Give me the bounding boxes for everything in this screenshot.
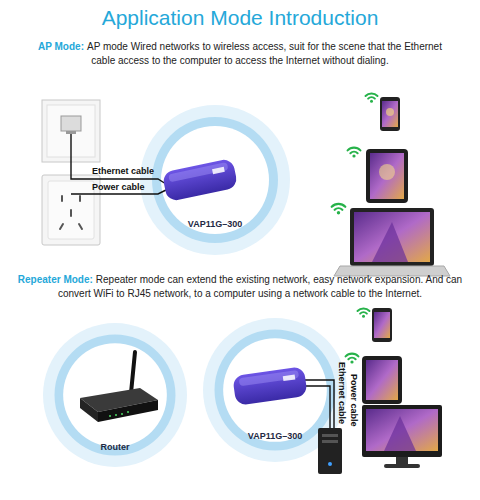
desktop-computer bbox=[384, 464, 420, 468]
wifi-adapter bbox=[162, 158, 239, 202]
wifi-adapter bbox=[283, 374, 296, 381]
wifi-adapter bbox=[168, 162, 228, 182]
cable-wire bbox=[304, 380, 334, 430]
smartphone bbox=[366, 93, 401, 131]
router bbox=[80, 398, 98, 422]
mode-text: AP mode Wired networks to wireless acces… bbox=[87, 41, 442, 66]
power-socket bbox=[42, 175, 100, 245]
mode-description: Repeater Mode:Repeater mode can extend t… bbox=[12, 273, 468, 301]
router bbox=[98, 400, 158, 422]
device-label: VAP11G–300 bbox=[140, 219, 290, 229]
smartphone bbox=[372, 308, 392, 342]
router bbox=[80, 352, 158, 422]
mode-heading: Repeater Mode: bbox=[18, 274, 93, 285]
desktop-computer bbox=[366, 409, 438, 451]
wifi-adapter bbox=[239, 370, 300, 386]
tablet bbox=[379, 164, 395, 180]
wifi-adapter bbox=[232, 366, 307, 406]
wifi-adapter bbox=[162, 158, 239, 202]
ethernet-wall-plate bbox=[61, 116, 81, 131]
circle-ring bbox=[55, 335, 176, 456]
desktop-computer bbox=[384, 416, 416, 451]
router bbox=[121, 413, 123, 415]
router bbox=[115, 414, 117, 416]
circle-ring bbox=[203, 318, 347, 462]
smartphone bbox=[382, 101, 398, 127]
ethernet-wall-plate bbox=[66, 131, 76, 134]
wifi-adapter bbox=[232, 366, 307, 406]
smartphone bbox=[366, 93, 378, 102]
desktop-computer bbox=[322, 440, 338, 443]
desktop-computer bbox=[362, 405, 442, 457]
power-socket bbox=[70, 210, 72, 216]
cable-label: Power cable bbox=[92, 182, 145, 192]
tablet bbox=[362, 356, 402, 404]
smartphone bbox=[380, 97, 400, 131]
circle-ring bbox=[63, 343, 167, 447]
mode-description: AP Mode:AP mode Wired networks to wirele… bbox=[30, 40, 450, 68]
smartphone bbox=[358, 308, 370, 317]
circle-ring bbox=[161, 126, 269, 234]
router bbox=[109, 415, 111, 417]
power-socket bbox=[42, 175, 100, 245]
power-socket bbox=[60, 196, 82, 229]
mode-heading: AP Mode: bbox=[38, 41, 84, 52]
smartphone bbox=[374, 312, 390, 338]
circle-ring bbox=[140, 105, 290, 255]
device-label: Router bbox=[43, 442, 187, 452]
laptop bbox=[354, 212, 430, 262]
laptop bbox=[350, 208, 434, 266]
tablet bbox=[370, 153, 404, 199]
cable-wire bbox=[304, 386, 330, 430]
desktop-computer bbox=[322, 434, 338, 437]
power-socket bbox=[61, 196, 63, 201]
cable-label: Ethernet cable bbox=[337, 362, 347, 424]
desktop-computer bbox=[396, 457, 408, 465]
laptop bbox=[332, 204, 346, 215]
router bbox=[127, 411, 129, 413]
title: Application Mode Introduction bbox=[0, 6, 480, 30]
smartphone bbox=[358, 308, 393, 342]
circle-ring bbox=[43, 323, 187, 467]
desktop-computer bbox=[318, 405, 442, 474]
cable-wire bbox=[304, 380, 334, 430]
cable-label: Power cable bbox=[349, 374, 359, 427]
cable-wire bbox=[71, 134, 166, 194]
power-socket bbox=[79, 196, 81, 201]
desktop-computer bbox=[318, 428, 342, 474]
smartphone bbox=[386, 108, 394, 116]
mode-text: Repeater mode can extend the existing ne… bbox=[58, 274, 462, 299]
tablet bbox=[366, 149, 408, 203]
tablet bbox=[348, 148, 408, 203]
power-socket bbox=[79, 224, 82, 229]
power-socket bbox=[48, 181, 94, 239]
cable-label: Ethernet cable bbox=[92, 166, 154, 176]
router bbox=[131, 352, 135, 393]
laptop bbox=[332, 204, 450, 276]
wifi-adapter bbox=[212, 167, 225, 174]
cable-wire bbox=[71, 134, 166, 184]
tablet bbox=[366, 360, 398, 400]
laptop bbox=[372, 222, 408, 262]
power-socket bbox=[60, 224, 63, 229]
circle-ring bbox=[223, 338, 327, 442]
tablet bbox=[348, 148, 361, 158]
desktop-computer bbox=[328, 462, 332, 466]
tablet bbox=[346, 354, 359, 364]
